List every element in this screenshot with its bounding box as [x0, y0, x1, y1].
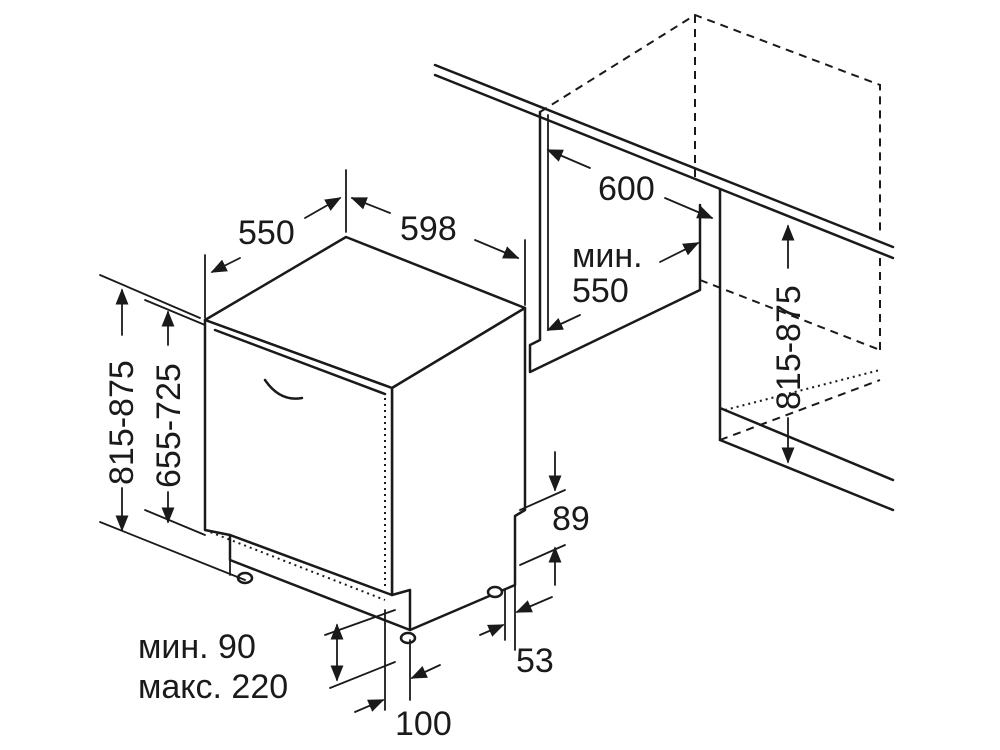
dishwasher-dimensions [99, 169, 566, 713]
depth-label: 550 [238, 214, 295, 252]
niche-dimensions [546, 149, 795, 464]
width-label: 598 [400, 210, 457, 248]
kitchen-niche [433, 13, 895, 512]
door-height-label: 655-725 [150, 363, 188, 488]
dishwasher-body [203, 235, 527, 645]
plinth-max-label: макс. 220 [138, 668, 288, 706]
plinth-bottom-label: 53 [516, 642, 554, 680]
plinth-depth-label: 100 [395, 705, 452, 743]
niche-height-label: 815-875 [770, 285, 808, 410]
plinth-min-label: мин. 90 [138, 628, 256, 666]
total-height-label: 815-875 [103, 360, 141, 485]
plinth-top-label: 89 [552, 500, 590, 538]
niche-depth-label-line1: мин. [572, 237, 643, 275]
niche-depth-label-line2: 550 [572, 272, 629, 310]
niche-width-label: 600 [598, 170, 655, 208]
